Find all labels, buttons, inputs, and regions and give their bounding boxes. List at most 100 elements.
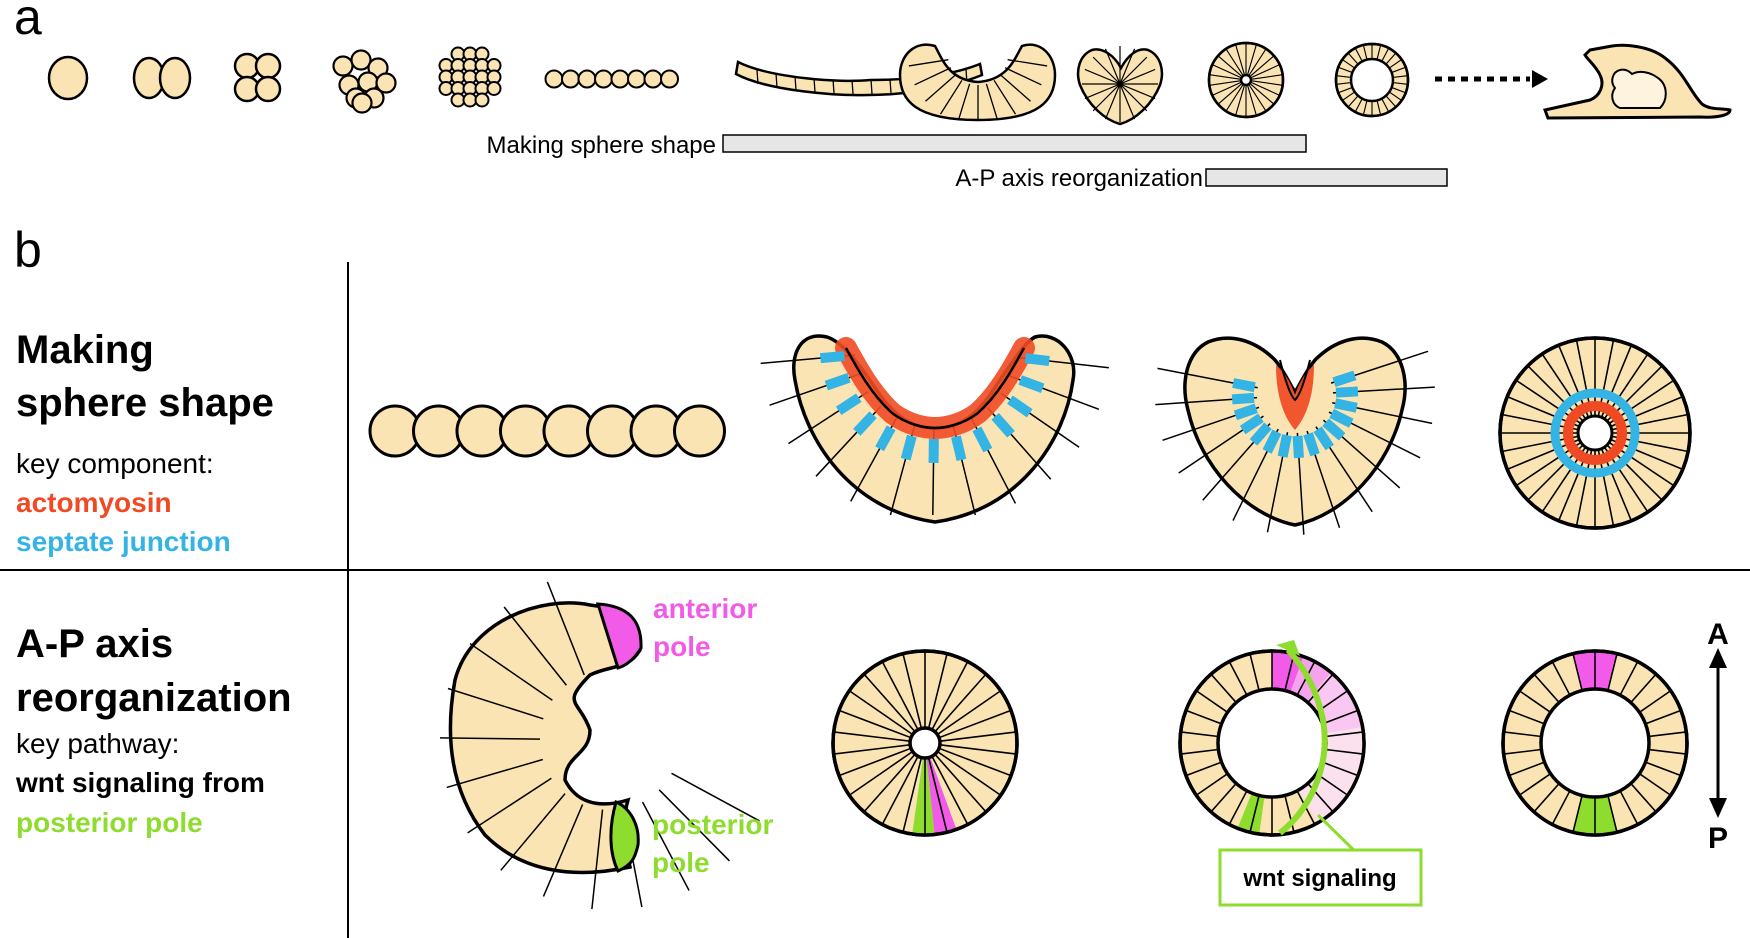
- ball-lumen: [1539, 687, 1651, 799]
- stage-cup: [898, 43, 1057, 122]
- septate-junction-mark: [1303, 432, 1320, 457]
- stage-16-cell: [438, 46, 502, 108]
- cell-boundary: [927, 757, 948, 833]
- cell-boundary: [1092, 83, 1121, 112]
- wnt-callout: [1218, 813, 1423, 907]
- stage-heart: [1076, 46, 1164, 126]
- cell-boundary: [1250, 81, 1280, 96]
- cell-boundary: [1619, 790, 1639, 825]
- panel-label-b: b: [14, 222, 42, 278]
- septate-junction-mark: [928, 438, 939, 464]
- cell-boundary: [1249, 55, 1275, 78]
- cell-boundary: [957, 83, 971, 121]
- cell-boundary: [1533, 673, 1560, 704]
- cell-boundary: [1342, 91, 1356, 101]
- cell-boundary: [832, 79, 835, 94]
- cell-boundary: [938, 709, 1012, 739]
- cell-boundary: [775, 73, 778, 88]
- cell-boundary: [1249, 653, 1260, 691]
- blastomere: [610, 69, 630, 89]
- septate-junction-mark: [1335, 386, 1359, 398]
- cell-boundary: [902, 757, 923, 833]
- septate-junction-mark: [1313, 426, 1334, 451]
- cell-boundary: [1362, 100, 1368, 116]
- cell-boundary: [1250, 80, 1283, 86]
- sphere-stage-reorganized: [1501, 649, 1689, 837]
- cell-boundary: [1180, 748, 1219, 755]
- wnt-signaling-label: wnt signaling: [1242, 865, 1396, 892]
- ball-lumen: [1349, 57, 1395, 103]
- septate-junction-mark: [1262, 429, 1282, 454]
- blastomere: [561, 69, 580, 89]
- posterior-pole-label-2: pole: [652, 847, 710, 878]
- cell-boundary: [1209, 80, 1242, 86]
- cell-boundary: [914, 67, 952, 86]
- cell-boundary: [939, 79, 963, 115]
- cell-boundary: [1338, 86, 1353, 94]
- septate-junction-mark: [1277, 434, 1292, 458]
- ball-outer-edge: [831, 649, 1019, 837]
- cell-boundary: [902, 653, 923, 729]
- cell-boundary: [1210, 673, 1237, 704]
- cell-boundary: [927, 653, 948, 729]
- stage-4-cell: [233, 52, 282, 103]
- septate-junction-mark: [1007, 395, 1033, 418]
- cell-boundary: [1249, 795, 1260, 833]
- cell-boundary: [881, 755, 919, 825]
- dotted-arrow: [1435, 70, 1548, 88]
- cell-boundary: [1503, 748, 1542, 755]
- cell-boundary: [794, 75, 797, 91]
- septate-junction-mark: [1322, 418, 1346, 441]
- cell-boundary: [925, 74, 956, 102]
- cell-boundary: [931, 755, 969, 825]
- cell-boundary: [1235, 84, 1246, 116]
- septate-junction-mark: [1024, 353, 1050, 366]
- sphere-stage-with-rings: [1498, 336, 1692, 530]
- cell-boundary: [1249, 82, 1275, 105]
- axis-label-anterior: A: [1707, 618, 1729, 651]
- gradient-cell: [1299, 727, 1364, 823]
- lumen: [1576, 414, 1614, 452]
- actomyosin-ring: [1563, 401, 1627, 465]
- cell-boundary: [1250, 74, 1283, 80]
- anterior-pole-label-2: pole: [653, 631, 711, 662]
- septate-junction-mark: [1249, 422, 1272, 446]
- key-component-label: key component:: [16, 448, 214, 479]
- cell-row: [368, 404, 726, 458]
- cell-boundary: [1209, 74, 1242, 80]
- cell-boundary: [440, 737, 541, 740]
- blastomere: [544, 69, 564, 89]
- blastomere: [375, 72, 397, 94]
- cell-boundary: [503, 606, 567, 686]
- cell-boundary: [1248, 83, 1267, 112]
- cell-boundary: [1119, 56, 1148, 85]
- cell-boundary: [1307, 673, 1334, 704]
- septate-junction-mark: [853, 411, 877, 436]
- cell-boundary: [1362, 44, 1368, 60]
- cell-boundary: [1376, 44, 1382, 60]
- cell-boundary: [542, 804, 584, 897]
- sphere-row-title-2: sphere shape: [16, 381, 274, 425]
- blastomere: [350, 49, 372, 71]
- cell-boundary: [1381, 98, 1390, 113]
- cell-boundary: [500, 793, 566, 871]
- septate-junction-mark: [991, 412, 1015, 438]
- septate-junction-mark: [1018, 375, 1045, 393]
- cell-boundary: [1217, 55, 1243, 78]
- cell-boundary: [1004, 67, 1042, 86]
- cell-boundary: [1325, 731, 1364, 738]
- ball-outer-edge: [1178, 649, 1366, 837]
- ball-outer-edge: [1334, 42, 1410, 118]
- cell-boundary: [1376, 100, 1382, 116]
- blastomere: [643, 69, 663, 89]
- cell-boundary: [1119, 83, 1148, 112]
- cell-boundary: [1228, 790, 1248, 825]
- cell-boundary: [1212, 81, 1242, 96]
- cell-boundary: [1385, 52, 1397, 65]
- cell-boundary: [1185, 761, 1222, 777]
- septate-junction-mark: [824, 373, 851, 391]
- cell-boundary: [908, 59, 949, 67]
- key-pathway-label: key pathway:: [16, 728, 179, 759]
- cell-boundary: [1572, 795, 1583, 833]
